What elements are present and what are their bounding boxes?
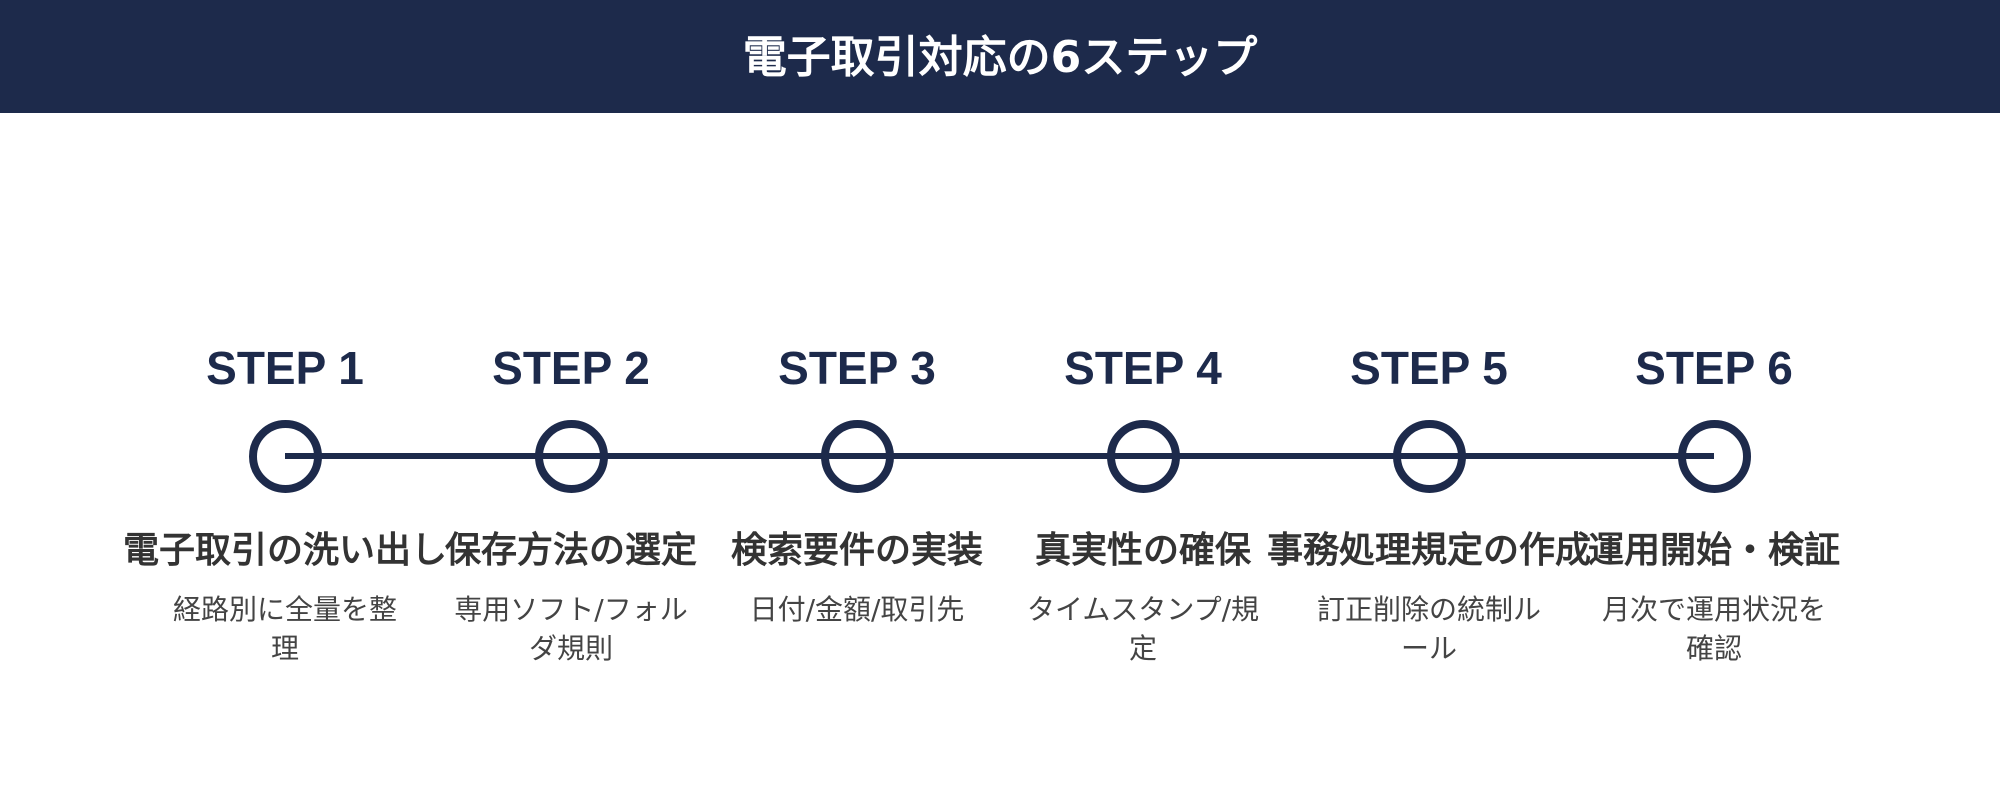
page-title: 電子取引対応の6ステップ	[742, 31, 1258, 83]
step-title: 電子取引の洗い出し	[122, 530, 447, 571]
step-title: 事務処理規定の作成	[1266, 530, 1591, 571]
step-label: STEP 1	[206, 342, 364, 394]
timeline-connector-line	[285, 453, 1714, 459]
step-description: 月次で運用状況を確認	[1601, 593, 1826, 665]
step-label: STEP 5	[1350, 342, 1508, 394]
step-title: 運用開始・検証	[1587, 530, 1840, 571]
step-label: STEP 4	[1064, 342, 1222, 394]
step-label: STEP 3	[778, 342, 936, 394]
step-label: STEP 2	[492, 342, 650, 394]
step-description: 日付/金額/取引先	[749, 593, 965, 626]
step-description: 経路別に全量を整理	[172, 593, 397, 665]
step-6: STEP 6 運用開始・検証 月次で運用状況を確認	[1571, 0, 1857, 800]
step-3: STEP 3 検索要件の実装 日付/金額/取引先	[714, 0, 1000, 800]
step-2: STEP 2 保存方法の選定 専用ソフト/フォルダ規則	[428, 0, 714, 800]
step-5: STEP 5 事務処理規定の作成 訂正削除の統制ルール	[1267, 0, 1591, 800]
step-1: STEP 1 電子取引の洗い出し 経路別に全量を整理	[123, 0, 447, 800]
step-title: 検索要件の実装	[730, 530, 983, 571]
step-label: STEP 6	[1635, 342, 1793, 394]
step-title: 保存方法の選定	[444, 530, 697, 571]
step-description: 訂正削除の統制ルール	[1316, 593, 1541, 665]
step-4: STEP 4 真実性の確保 タイムスタンプ/規定	[1000, 0, 1286, 800]
header-bar: 電子取引対応の6ステップ	[0, 0, 2000, 113]
step-description: タイムスタンプ/規定	[1026, 593, 1260, 665]
step-title: 真実性の確保	[1034, 530, 1251, 571]
step-description: 専用ソフト/フォルダ規則	[454, 593, 688, 665]
